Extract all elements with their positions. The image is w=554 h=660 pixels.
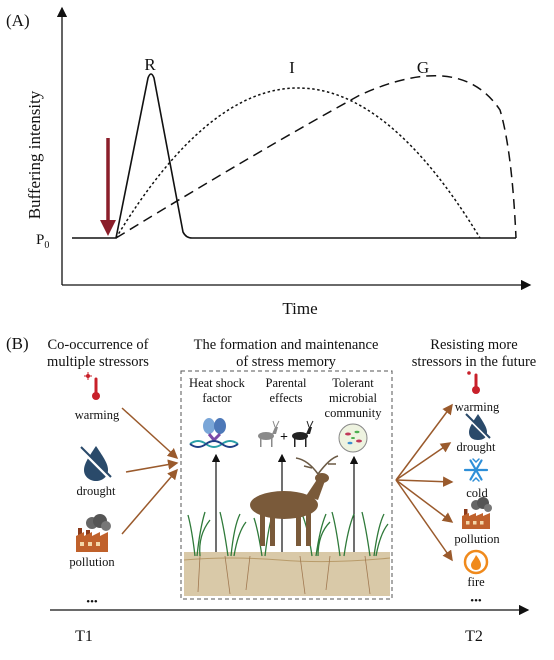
stress-arrow-head: [100, 220, 116, 236]
snowflake-icon: [463, 458, 489, 482]
left-drought-label: drought: [77, 484, 116, 498]
arrow-pollution-out: [395, 479, 454, 523]
right-heading-line1: Resisting more: [430, 337, 517, 353]
curve-i-label: I: [289, 58, 295, 77]
left-warming: warming: [75, 372, 120, 422]
thermometer-icon: [467, 371, 480, 394]
center-heading-line1: The formation and maintenance: [194, 337, 379, 353]
deer-pair-icon: +: [258, 420, 314, 447]
arrow-warming-in: [121, 407, 179, 460]
curve-r-label: R: [144, 55, 156, 74]
panel-a-label: (A): [6, 11, 30, 30]
fire-icon: [463, 549, 489, 575]
water-drop-slash-icon: [465, 413, 491, 441]
curve-g: [115, 75, 517, 239]
timeline-end-label: T2: [465, 628, 483, 645]
right-pollution-label: pollution: [454, 532, 500, 546]
left-pollution: pollution: [69, 514, 115, 569]
panel-a: (A) Buffering intensity Time P0 R I G: [6, 6, 532, 318]
left-warming-label: warming: [75, 408, 120, 422]
microbial-label-line2: microbial: [329, 391, 377, 405]
curve-g-label: G: [417, 58, 429, 77]
heat-shock-label-line1: Heat shock: [189, 376, 246, 390]
arrow-fire-out: [395, 479, 453, 562]
curve-i: [115, 87, 481, 239]
petri-dish-icon: [338, 423, 368, 453]
center-heading-line2: of stress memory: [236, 354, 337, 370]
thermometer-icon: [84, 372, 100, 400]
parental-label-line1: Parental: [266, 376, 307, 390]
heat-shock-label-line2: factor: [202, 391, 232, 405]
parental-label-line2: effects: [269, 391, 302, 405]
right-drought-label: drought: [457, 440, 496, 454]
left-ellipsis: •••: [86, 596, 98, 608]
right-ellipsis: •••: [470, 595, 482, 607]
y-axis-title: Buffering intensity: [25, 90, 44, 219]
right-cold-label: cold: [466, 486, 488, 500]
grass-illustration: [187, 511, 389, 557]
x-axis-title: Time: [282, 299, 317, 318]
microbial-label-line1: Tolerant: [332, 376, 374, 390]
arrow-drought-in: [125, 459, 179, 473]
microbial-label-line3: community: [325, 406, 383, 420]
deer-illustration: [250, 455, 339, 546]
left-drought: drought: [77, 446, 116, 498]
right-warming-label: warming: [455, 400, 500, 414]
panel-b-label: (B): [6, 334, 29, 353]
stress-memory-box: [180, 370, 393, 600]
curve-r: [72, 73, 516, 239]
factory-icon: [76, 514, 111, 552]
left-heading-line1: Co-occurrence of: [47, 337, 148, 353]
arrow-drought-out: [395, 442, 452, 481]
panel-b: (B) Co-occurrence of multiple stressors …: [6, 334, 536, 645]
protein-dna-icon: [189, 418, 239, 448]
arrow-cold-out: [395, 476, 454, 487]
left-heading-line2: multiple stressors: [47, 354, 149, 370]
arrow-pollution-in: [121, 468, 178, 535]
plus-sign: +: [280, 430, 288, 445]
soil-illustration: [183, 552, 391, 596]
right-heading-line2: stressors in the future: [412, 354, 536, 370]
factory-icon: [462, 497, 492, 529]
baseline-label: P0: [36, 232, 49, 251]
arrow-warming-out: [395, 403, 453, 481]
timeline-start-label: T1: [75, 628, 93, 645]
water-drop-slash-icon: [80, 446, 112, 481]
right-fire-label: fire: [467, 575, 485, 589]
left-pollution-label: pollution: [69, 555, 115, 569]
